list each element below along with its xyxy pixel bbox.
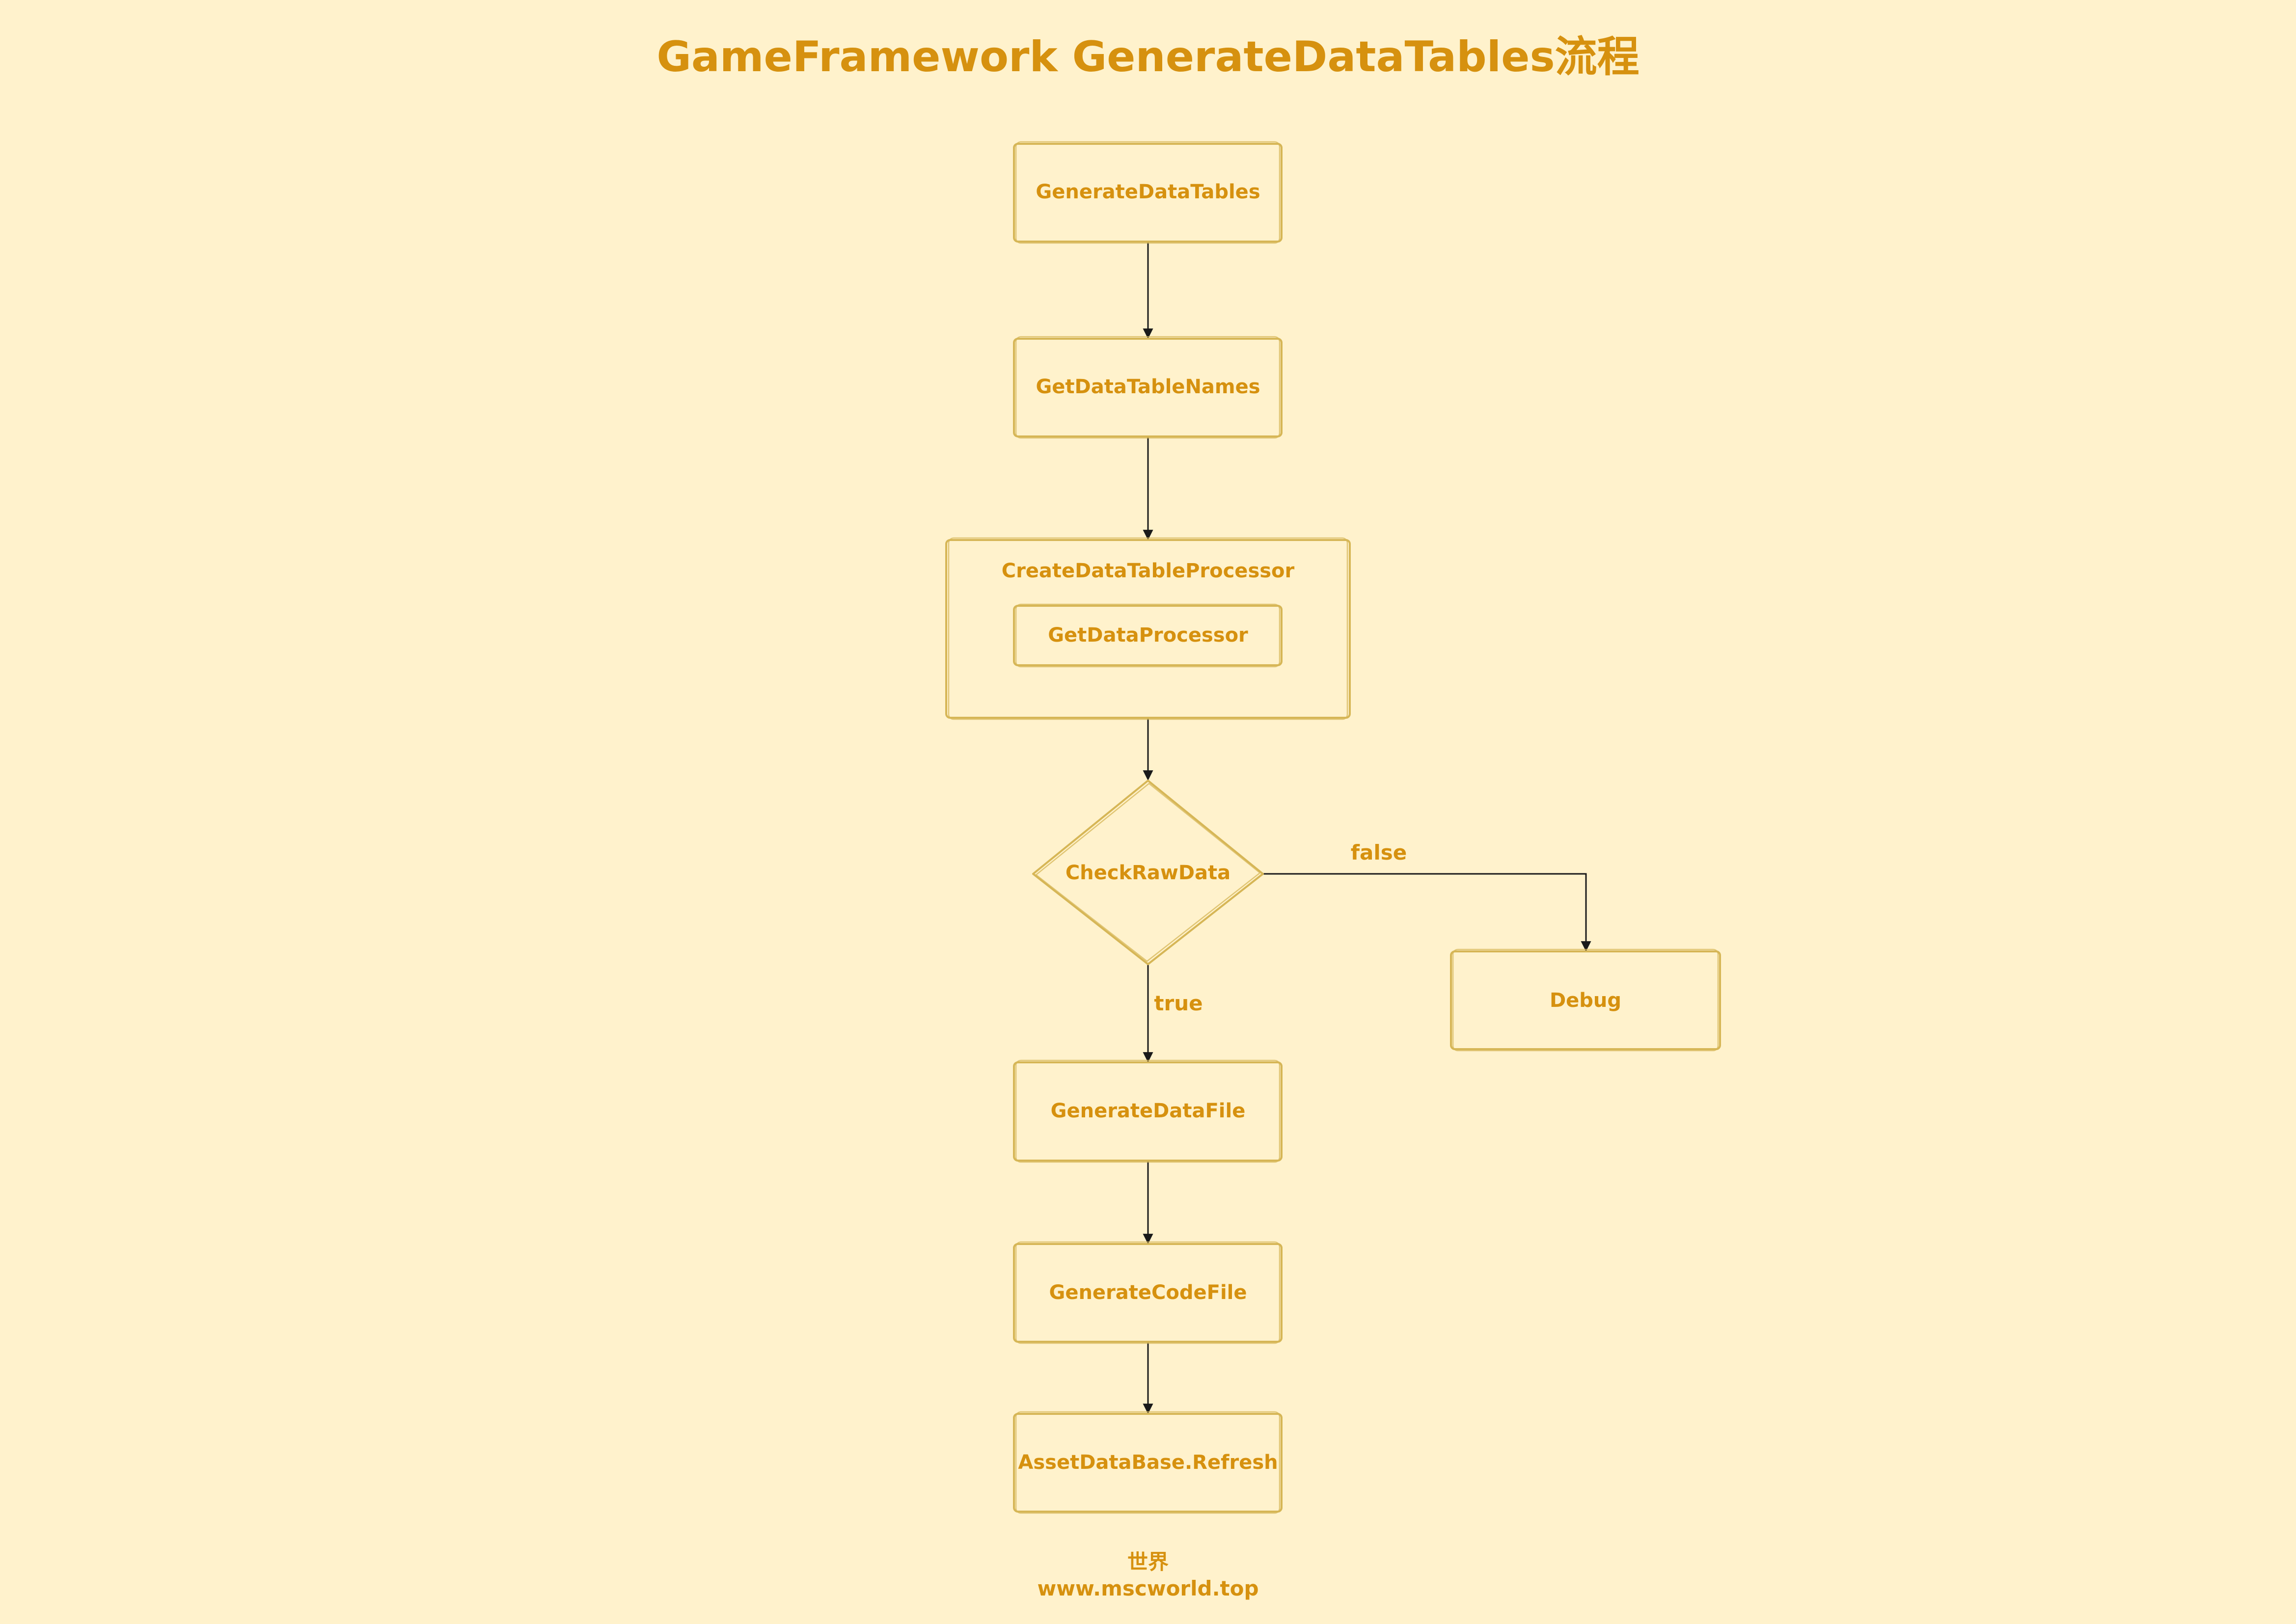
node-create-data-table-processor: CreateDataTableProcessor GetDataProcesso… <box>945 537 1351 720</box>
node-label: AssetDataBase.Refresh <box>1018 1451 1278 1474</box>
node-label: Debug <box>1550 989 1621 1012</box>
edge-check-to-debug <box>1263 873 1591 952</box>
node-generate-data-file: GenerateDataFile <box>1013 1059 1283 1163</box>
diagram-title: GameFramework GenerateDataTables流程 <box>656 32 1639 81</box>
node-label: CheckRawData <box>1066 862 1230 884</box>
edges <box>1143 242 1591 1414</box>
node-generate-code-file: GenerateCodeFile <box>1013 1241 1283 1344</box>
footer-line-1: 世界 <box>1127 1550 1169 1574</box>
node-debug: Debug <box>1450 948 1721 1052</box>
edge-label-false: false <box>1351 840 1407 865</box>
edge-label-true: true <box>1154 991 1203 1015</box>
node-label: GenerateCodeFile <box>1049 1281 1247 1304</box>
node-asset-database-refresh: AssetDataBase.Refresh <box>1013 1411 1283 1514</box>
node-get-data-table-names: GetDataTableNames <box>1013 336 1283 439</box>
footer-line-2: www.mscworld.top <box>1037 1576 1258 1600</box>
node-label: GenerateDataFile <box>1051 1100 1246 1122</box>
node-label: CreateDataTableProcessor <box>1002 560 1295 582</box>
node-label: GenerateDataTables <box>1036 181 1260 203</box>
node-label: GetDataProcessor <box>1048 624 1248 647</box>
node-label: GetDataTableNames <box>1036 376 1260 398</box>
node-get-data-processor: GetDataProcessor <box>1013 603 1283 668</box>
node-check-raw-data: CheckRawData <box>1032 780 1264 965</box>
node-generate-data-tables: GenerateDataTables <box>1013 141 1283 244</box>
